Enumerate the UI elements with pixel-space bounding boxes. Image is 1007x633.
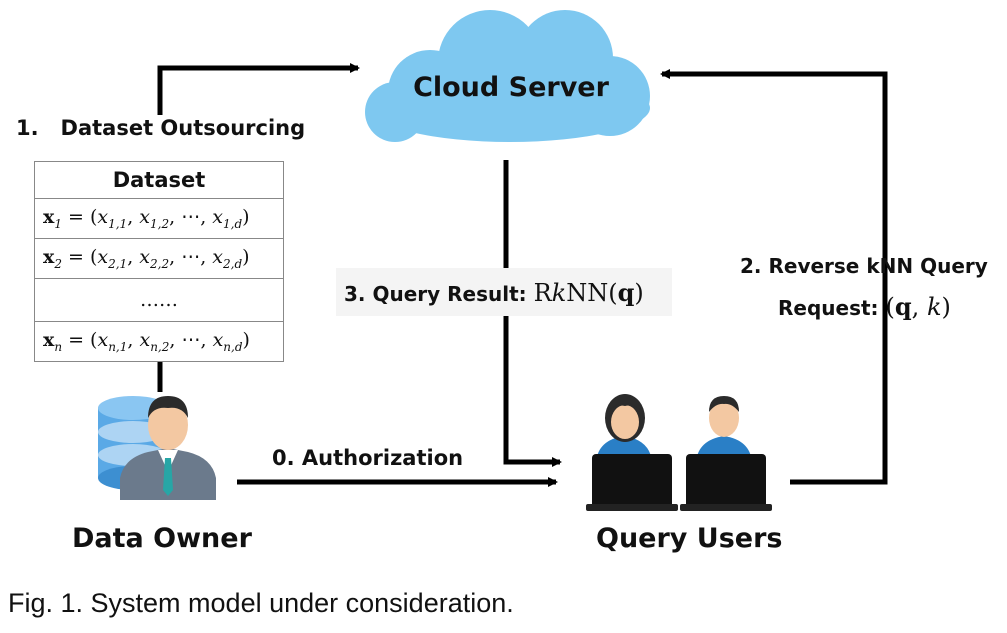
vector-symbol: x (43, 206, 55, 229)
element-symbol: x (212, 329, 224, 352)
formula-sep: , (911, 293, 927, 321)
cloud-icon (365, 10, 650, 142)
dataset-row: x1 = (x1,1, x1,2, ⋯, x1,d) (34, 198, 284, 239)
step-authorization-label: 0. Authorization (272, 446, 464, 470)
laptop-icon (680, 454, 772, 511)
step-query-result-label: 3. Query Result: RkNN(q) (344, 278, 644, 307)
data-owner-label: Data Owner (72, 523, 252, 554)
step-reverse-knn-line2: Request: (q, k) (778, 292, 951, 321)
request-text: Request: (778, 296, 886, 320)
element-index: 2,2 (150, 256, 170, 271)
element-index: n,2 (150, 339, 170, 354)
formula-k: k (551, 279, 567, 307)
formula-nn: NN( (566, 279, 618, 307)
dataset-row: x2 = (x2,1, x2,2, ⋯, x2,d) (34, 238, 284, 279)
arrow-reverse-knn-request (660, 69, 888, 485)
dataset-row-formula: xn = (xn,1, xn,2, ⋯, xn,d) (43, 329, 250, 354)
formula-close: ) (941, 293, 951, 321)
query-result-text: 3. Query Result: (344, 282, 534, 306)
arrow-query-result (503, 160, 562, 467)
data-owner-icon (120, 396, 216, 500)
formula-open: ( (885, 293, 895, 321)
dataset-table-header: Dataset (34, 161, 284, 199)
dataset-row-formula: x1 = (x1,1, x1,2, ⋯, x1,d) (43, 206, 250, 231)
formula-q: q (894, 292, 912, 321)
query-user-man-icon (696, 396, 752, 462)
element-index: 2,1 (108, 256, 128, 271)
arrow-dataset-outsourcing (157, 63, 360, 115)
element-index: 1,d (223, 216, 243, 231)
figure-caption: Fig. 1. System model under consideration… (8, 588, 514, 618)
element-index: n,d (223, 339, 243, 354)
element-symbol: x (97, 206, 109, 229)
step-number: 1. (16, 116, 39, 140)
dataset-row-ellipsis: …… (34, 278, 284, 322)
laptop-icon (586, 454, 678, 511)
vector-index: 2 (54, 256, 62, 271)
cloud-server-label: Cloud Server (413, 72, 609, 103)
element-symbol: x (97, 329, 109, 352)
formula-close: ) (634, 279, 644, 307)
element-symbol: x (139, 206, 151, 229)
element-symbol: x (139, 246, 151, 269)
formula-r: R (533, 279, 552, 307)
step-text: Dataset Outsourcing (60, 116, 306, 140)
vector-index: n (54, 339, 63, 354)
element-index: n,1 (108, 339, 128, 354)
element-index: 1,2 (150, 216, 170, 231)
element-index: 2,d (223, 256, 243, 271)
dataset-row-formula: x2 = (x2,1, x2,2, ⋯, x2,d) (43, 246, 250, 271)
step-dataset-outsourcing-label: 1. Dataset Outsourcing (16, 116, 305, 140)
dataset-table: Dataset x1 = (x1,1, x1,2, ⋯, x1,d) x2 = … (34, 161, 284, 362)
vector-symbol: x (43, 246, 55, 269)
vector-index: 1 (54, 216, 62, 231)
query-user-woman-icon (596, 394, 652, 462)
element-symbol: x (97, 246, 109, 269)
element-symbol: x (212, 206, 223, 229)
query-users-label: Query Users (596, 523, 783, 554)
request-formula: (q, k) (885, 292, 951, 321)
element-index: 1,1 (108, 216, 128, 231)
dataset-row: xn = (xn,1, xn,2, ⋯, xn,d) (34, 321, 284, 362)
step-reverse-knn-line1: 2. Reverse kNN Query (740, 254, 988, 278)
query-result-formula: RkNN(q) (533, 278, 644, 307)
query-result-background (336, 268, 672, 316)
formula-q: q (617, 278, 635, 307)
formula-k: k (926, 293, 942, 321)
element-symbol: x (212, 246, 223, 269)
element-symbol: x (139, 329, 151, 352)
vector-symbol: x (43, 329, 55, 352)
